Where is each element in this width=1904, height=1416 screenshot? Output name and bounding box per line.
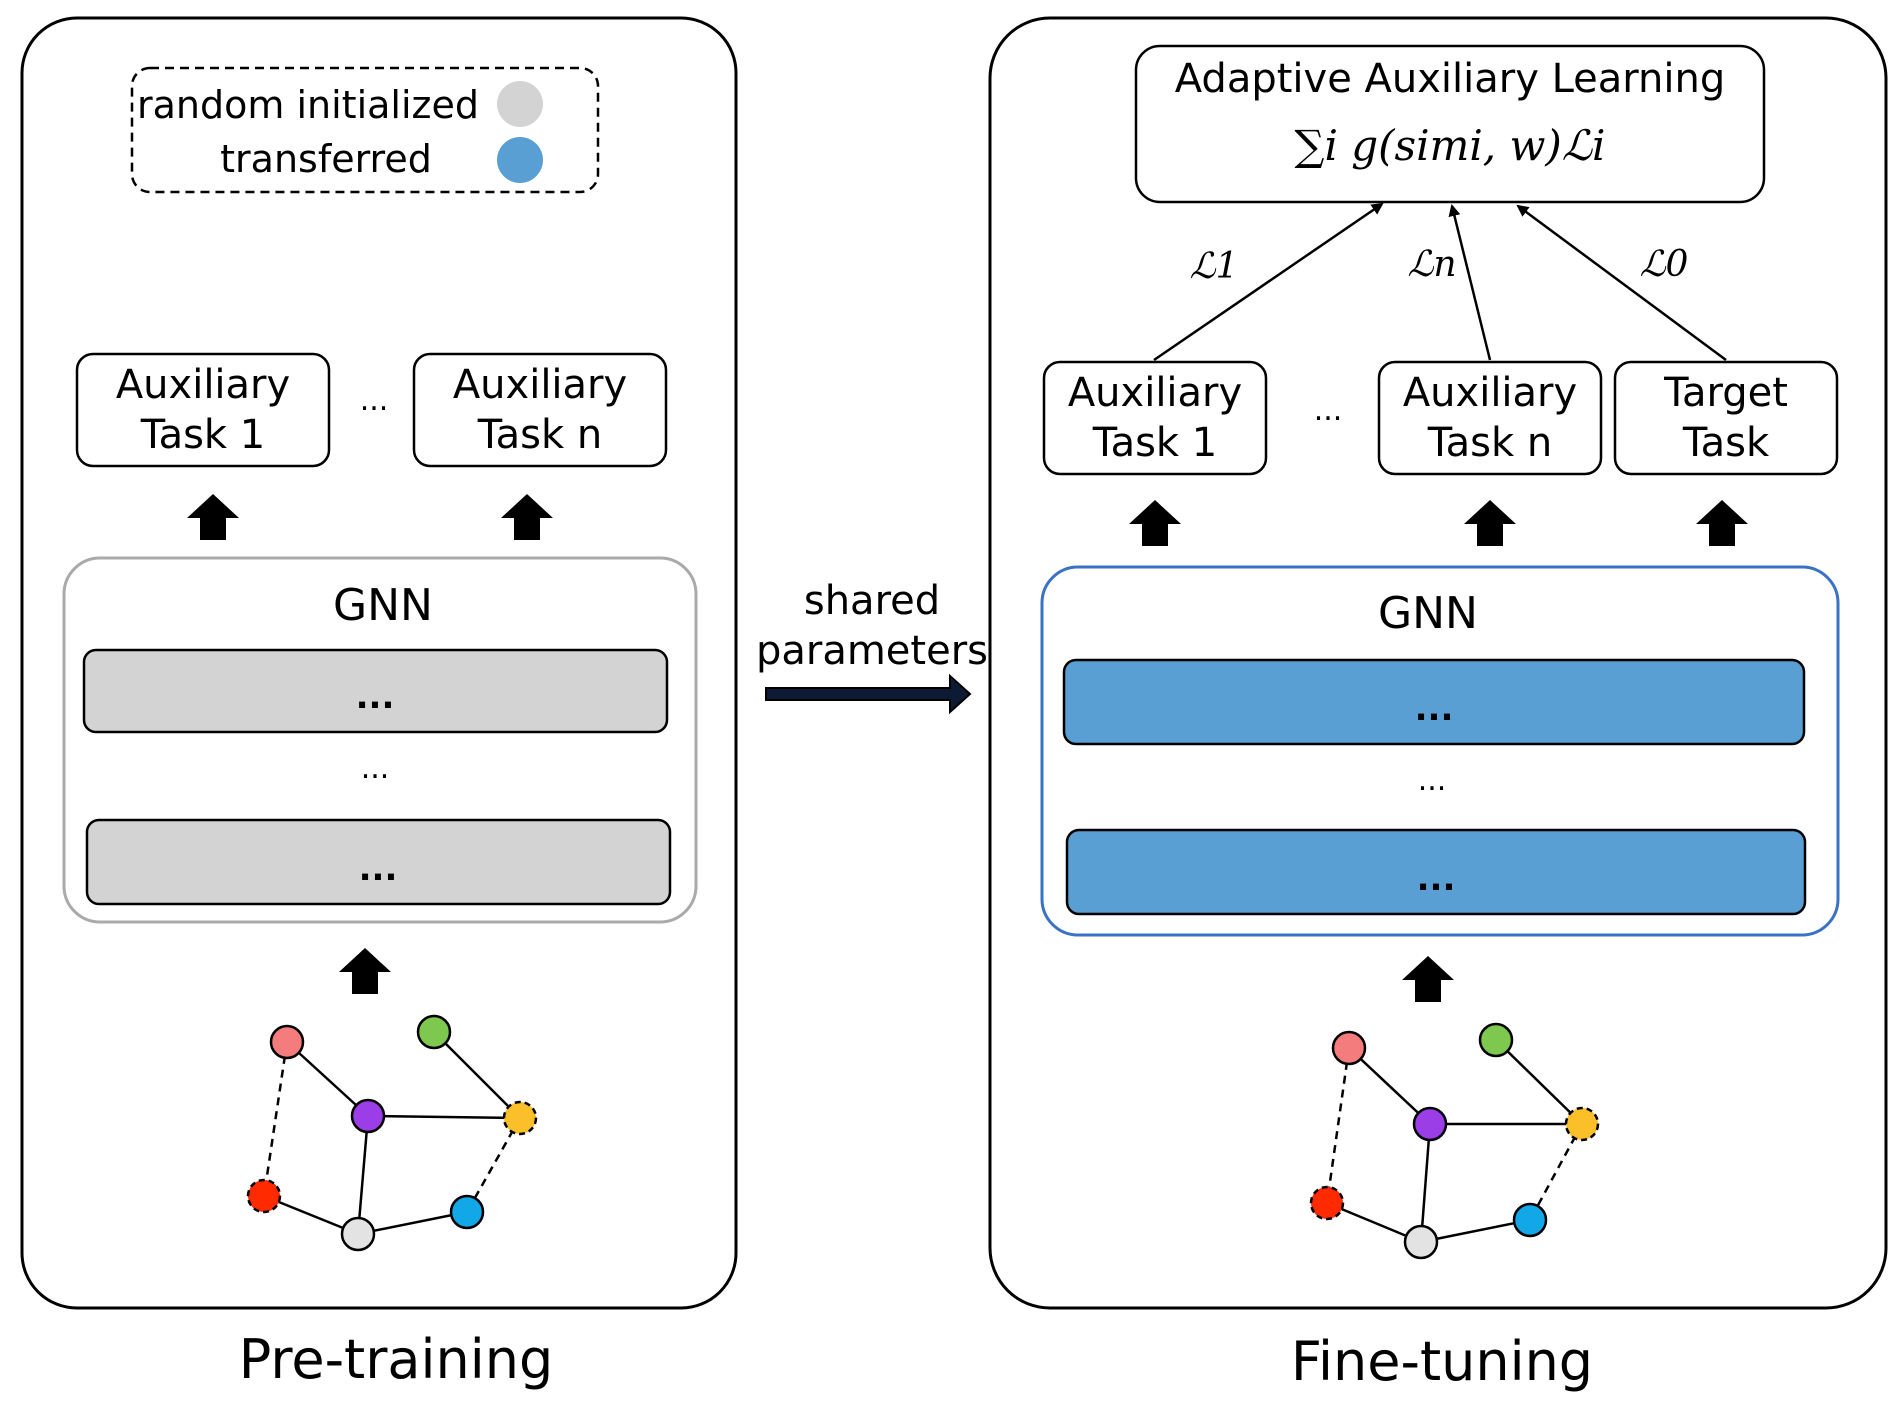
pretrain-aux-task-1: Auxiliary Task 1 xyxy=(75,352,331,468)
pretrain-up-arrow-right xyxy=(501,494,553,540)
finetune-graph xyxy=(1309,1022,1600,1260)
pretrain-graph-up-arrow xyxy=(339,948,391,994)
finetuning-caption: Fine-tuning xyxy=(1291,1330,1593,1393)
legend-transferred-swatch xyxy=(497,137,543,183)
legend-transferred-label: transferred xyxy=(220,137,432,181)
finetune-up-arrow-1 xyxy=(1129,500,1181,546)
graph-node-gray xyxy=(340,1216,376,1252)
graph-node-yellow xyxy=(502,1100,538,1136)
loss-label-0: ℒ0 xyxy=(1640,244,1689,285)
shared-label-line2: parameters xyxy=(756,628,988,674)
adaptive-learning-formula: ∑i g(simi, w)ℒi xyxy=(1294,121,1605,170)
pretrain-gnn-layer-gap: ... xyxy=(361,751,390,786)
pretrain-aux-task-n: Auxiliary Task n xyxy=(412,352,668,468)
finetune-gnn-layer-2 xyxy=(1065,828,1807,916)
finetune-target-task-line1: Target xyxy=(1663,370,1788,416)
shared-parameters-arrow xyxy=(765,673,972,715)
pretrain-gnn-layer-2 xyxy=(85,818,672,906)
loss-arrow-n xyxy=(1448,204,1492,361)
pretrain-gnn: GNN ... ... ... xyxy=(62,556,698,924)
graph-node-pink xyxy=(1331,1030,1367,1066)
pretrain-aux-task-1-line1: Auxiliary xyxy=(116,362,290,408)
legend-random-swatch xyxy=(497,81,543,127)
graph-node-blue xyxy=(1512,1202,1548,1238)
finetune-graph-up-arrow xyxy=(1402,956,1454,1002)
graph-node-purple xyxy=(1412,1106,1448,1142)
graph-node-purple xyxy=(350,1098,386,1134)
pretrain-aux-task-n-line2: Task n xyxy=(477,412,602,458)
pretrain-graph xyxy=(246,1014,538,1252)
shared-label-line1: shared xyxy=(804,578,940,624)
adaptive-learning-title: Adaptive Auxiliary Learning xyxy=(1175,56,1725,102)
loss-label-1: ℒ1 xyxy=(1190,246,1239,287)
finetune-up-arrow-target xyxy=(1696,500,1748,546)
pretrain-between-tasks: ... xyxy=(360,383,389,418)
finetune-aux-task-n: Auxiliary Task n xyxy=(1377,360,1603,476)
graph-node-green xyxy=(416,1014,452,1050)
graph-node-red xyxy=(1309,1185,1345,1221)
finetune-target-task: Target Task xyxy=(1613,360,1839,476)
pretrain-aux-task-n-line1: Auxiliary xyxy=(453,362,627,408)
finetune-gnn-layer-gap: ... xyxy=(1418,763,1447,798)
finetune-aux-task-1-line1: Auxiliary xyxy=(1068,370,1242,416)
finetune-gnn-title: GNN xyxy=(1378,588,1478,639)
pretrain-gnn-title: GNN xyxy=(333,580,433,631)
graph-node-red xyxy=(246,1178,282,1214)
loss-arrow-0 xyxy=(1516,204,1727,362)
finetune-up-arrow-n xyxy=(1464,500,1516,546)
finetune-aux-task-n-line1: Auxiliary xyxy=(1403,370,1577,416)
pretrain-gnn-layer-1 xyxy=(82,648,669,734)
loss-label-n: ℒn xyxy=(1407,244,1456,285)
pretrain-up-arrow-left xyxy=(187,494,239,540)
adaptive-learning-box: Adaptive Auxiliary Learning ∑i g(simi, w… xyxy=(1134,44,1766,204)
legend-random-label: random initialized xyxy=(137,83,479,127)
graph-node-gray xyxy=(1403,1224,1439,1260)
finetune-aux-task-1-line2: Task 1 xyxy=(1092,420,1218,466)
graph-node-blue xyxy=(449,1194,485,1230)
finetune-gnn-layer-1 xyxy=(1062,658,1806,746)
loss-arrow-1 xyxy=(1153,202,1384,362)
pretrain-gnn-layer-2-dots: ... xyxy=(359,849,398,889)
finetune-target-task-line2: Task xyxy=(1682,420,1770,466)
finetune-aux-task-1: Auxiliary Task 1 xyxy=(1042,360,1268,476)
finetune-gnn-layer-2-dots: ... xyxy=(1417,859,1456,899)
legend-box: random initialized transferred xyxy=(130,66,600,194)
finetune-gnn: GNN ... ... ... xyxy=(1040,565,1840,937)
finetune-gnn-layer-1-dots: ... xyxy=(1415,689,1454,729)
finetune-between-tasks: ... xyxy=(1314,393,1343,428)
pretrain-gnn-layer-1-dots: ... xyxy=(356,677,395,717)
finetune-aux-task-n-line2: Task n xyxy=(1427,420,1552,466)
graph-node-green xyxy=(1478,1022,1514,1058)
pretraining-caption: Pre-training xyxy=(239,1328,554,1391)
graph-node-yellow xyxy=(1564,1106,1600,1142)
graph-node-pink xyxy=(269,1024,305,1060)
pretrain-aux-task-1-line2: Task 1 xyxy=(140,412,266,458)
